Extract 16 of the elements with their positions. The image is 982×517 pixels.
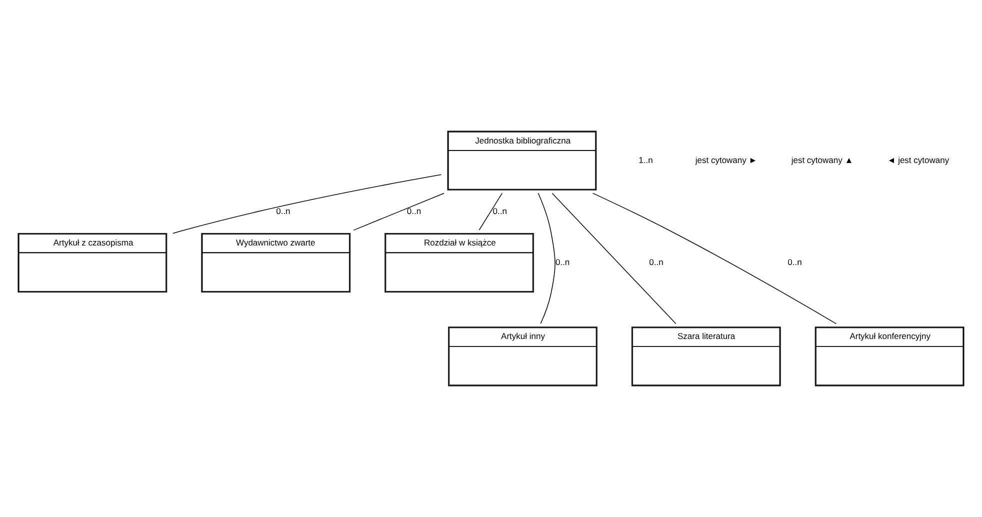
connector — [592, 192, 837, 324]
label: jest cytowany ▲ — [791, 154, 854, 165]
label: 1..n — [638, 154, 653, 165]
label: jest cytowany ► — [695, 154, 758, 165]
label: ◄ jest cytowany — [887, 154, 950, 165]
connector — [353, 192, 444, 231]
edge-label: 0..n — [649, 256, 664, 267]
connector — [172, 174, 442, 234]
edge-label: 0..n — [555, 256, 570, 267]
edge-label: 0..n — [406, 206, 422, 216]
edge-label: 0..n — [492, 206, 507, 216]
connector — [478, 192, 502, 230]
connector — [552, 192, 676, 324]
edge-label: 0..n — [788, 256, 802, 267]
edge-label: 0..n — [276, 206, 290, 216]
connector — [538, 192, 556, 324]
